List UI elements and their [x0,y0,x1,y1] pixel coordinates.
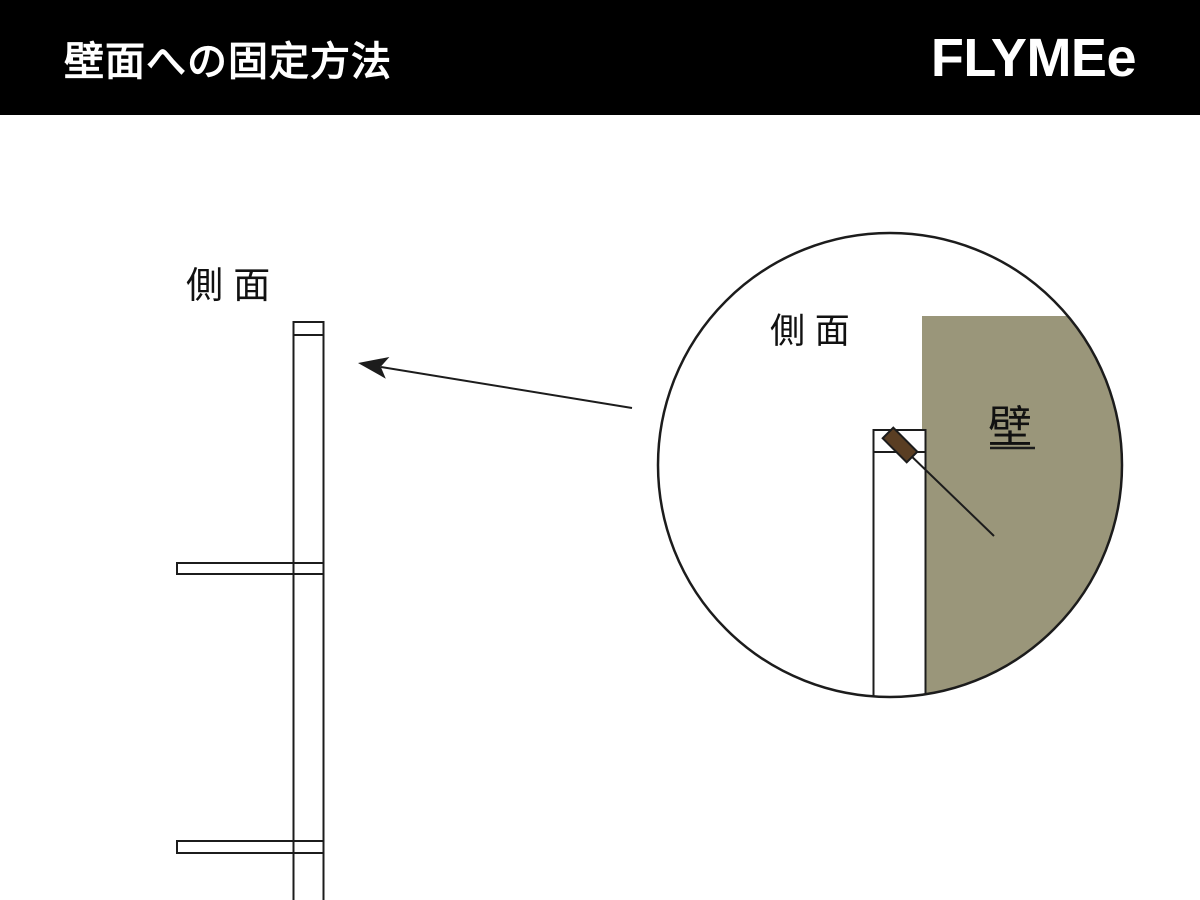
detail-circle [656,231,1124,699]
detail-panel-outline [872,429,927,697]
zoom-arrow-line [380,366,633,409]
wall-label: 壁 [988,403,1032,452]
brand-logo: FLYMEe [930,27,1137,88]
zoom-arrow-head-icon [358,357,390,379]
page-title: 壁面への固定方法 [64,39,392,84]
screw-leader-line [904,449,995,537]
side-panel-outline [292,321,325,900]
diagram-canvas: 側 面 側 面 壁 [176,231,1124,900]
detail-side-view-label: 側 面 [770,312,850,351]
screw-fastener-icon [881,426,919,464]
wall-fill-region [922,316,1122,697]
shelf-board-lower [176,840,325,854]
header-bar: 壁面への固定方法 FLYMEe [0,0,1200,115]
shelf-board-upper [176,562,325,575]
side-view-label: 側 面 [186,265,270,306]
